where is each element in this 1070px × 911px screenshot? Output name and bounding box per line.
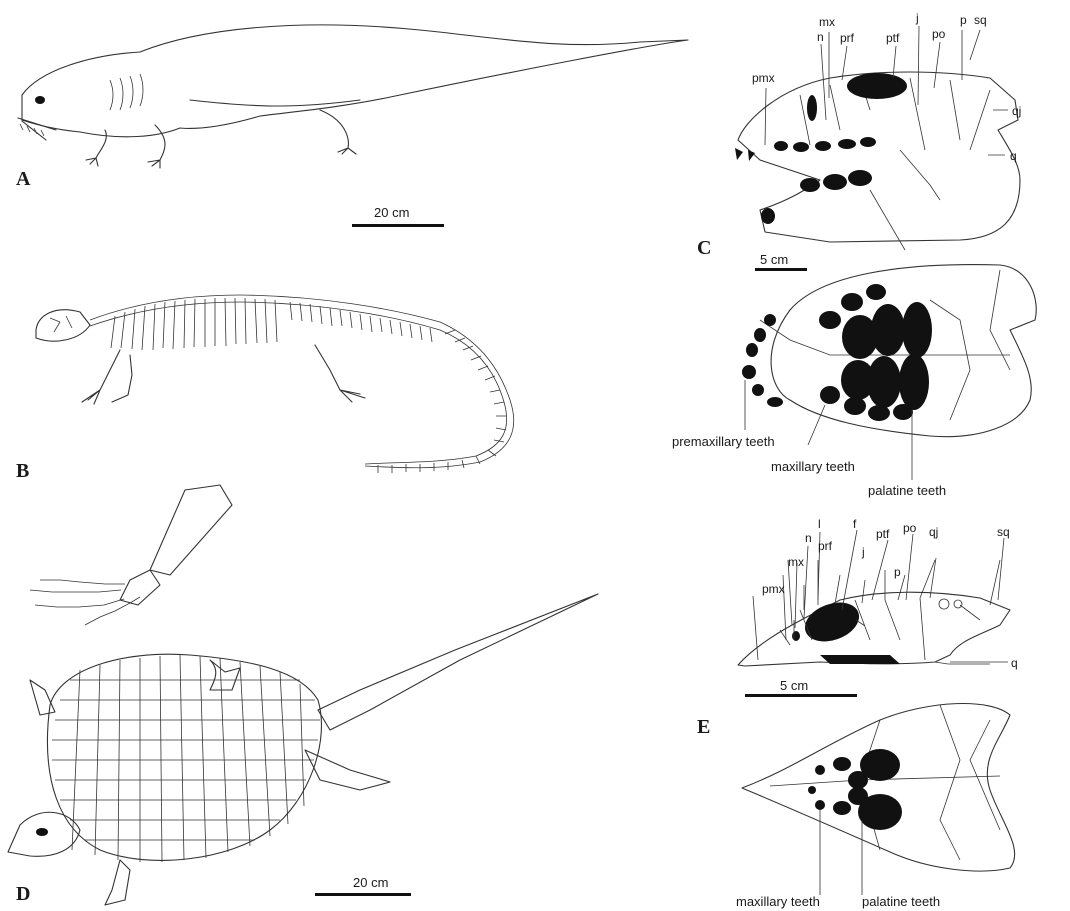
panel-label-e: E bbox=[697, 716, 710, 739]
e-label-mx: mx bbox=[788, 556, 804, 568]
e-label-q: q bbox=[1011, 657, 1018, 669]
scale-label-e: 5 cm bbox=[780, 678, 808, 693]
panel-c-skull-ventral bbox=[742, 265, 1036, 480]
e-label-qj: qj bbox=[929, 526, 938, 538]
e-label-prf: prf bbox=[818, 540, 832, 552]
c-annotation-maxillary-teeth: maxillary teeth bbox=[771, 459, 855, 474]
c-label-j: j bbox=[916, 12, 919, 24]
scale-label-d: 20 cm bbox=[353, 875, 388, 890]
e-annotation-maxillary-teeth: maxillary teeth bbox=[736, 894, 820, 909]
e-label-po: po bbox=[903, 522, 916, 534]
panel-c-skull-lateral bbox=[735, 72, 1020, 250]
panel-b-skeleton bbox=[36, 295, 514, 473]
c-label-n: n bbox=[817, 31, 824, 43]
panel-a-animal bbox=[18, 25, 688, 168]
scale-label-c: 5 cm bbox=[760, 252, 788, 267]
panel-d-animal bbox=[8, 594, 598, 905]
c-label-ptf: ptf bbox=[886, 32, 899, 44]
e-label-pmx: pmx bbox=[762, 583, 785, 595]
panel-label-a: A bbox=[16, 168, 30, 191]
c-label-po: po bbox=[932, 28, 945, 40]
e-label-ptf: ptf bbox=[876, 528, 889, 540]
c-label-mx: mx bbox=[819, 16, 835, 28]
e-annotation-palatine-teeth: palatine teeth bbox=[862, 894, 940, 909]
scale-bar-d bbox=[315, 893, 411, 896]
e-label-l: l bbox=[818, 518, 821, 530]
panel-label-d: D bbox=[16, 883, 30, 906]
e-label-p: p bbox=[894, 566, 901, 578]
e-label-f: f bbox=[853, 518, 856, 530]
panel-label-c: C bbox=[697, 237, 711, 260]
scale-bar-a bbox=[352, 224, 444, 227]
c-label-prf: prf bbox=[840, 32, 854, 44]
c-annotation-palatine-teeth: palatine teeth bbox=[868, 483, 946, 498]
e-label-n: n bbox=[805, 532, 812, 544]
panel-d-limb bbox=[30, 485, 232, 625]
e-label-sq: sq bbox=[997, 526, 1010, 538]
shell-scutes bbox=[52, 655, 320, 862]
scale-bar-e bbox=[745, 694, 857, 697]
c-label-qj: qj bbox=[1012, 105, 1021, 117]
e-label-j: j bbox=[862, 546, 865, 558]
scale-bar-c bbox=[755, 268, 807, 271]
scale-label-a: 20 cm bbox=[374, 205, 409, 220]
c-label-pmx: pmx bbox=[752, 72, 775, 84]
panel-label-b: B bbox=[16, 460, 29, 483]
c-label-sq: sq bbox=[974, 14, 987, 26]
panel-e-skull-ventral bbox=[742, 704, 1015, 895]
c-label-p: p bbox=[960, 14, 967, 26]
c-annotation-premaxillary-teeth: premaxillary teeth bbox=[672, 434, 775, 449]
panel-e-skull-lateral bbox=[738, 560, 1010, 666]
c-label-q: q bbox=[1010, 150, 1017, 162]
